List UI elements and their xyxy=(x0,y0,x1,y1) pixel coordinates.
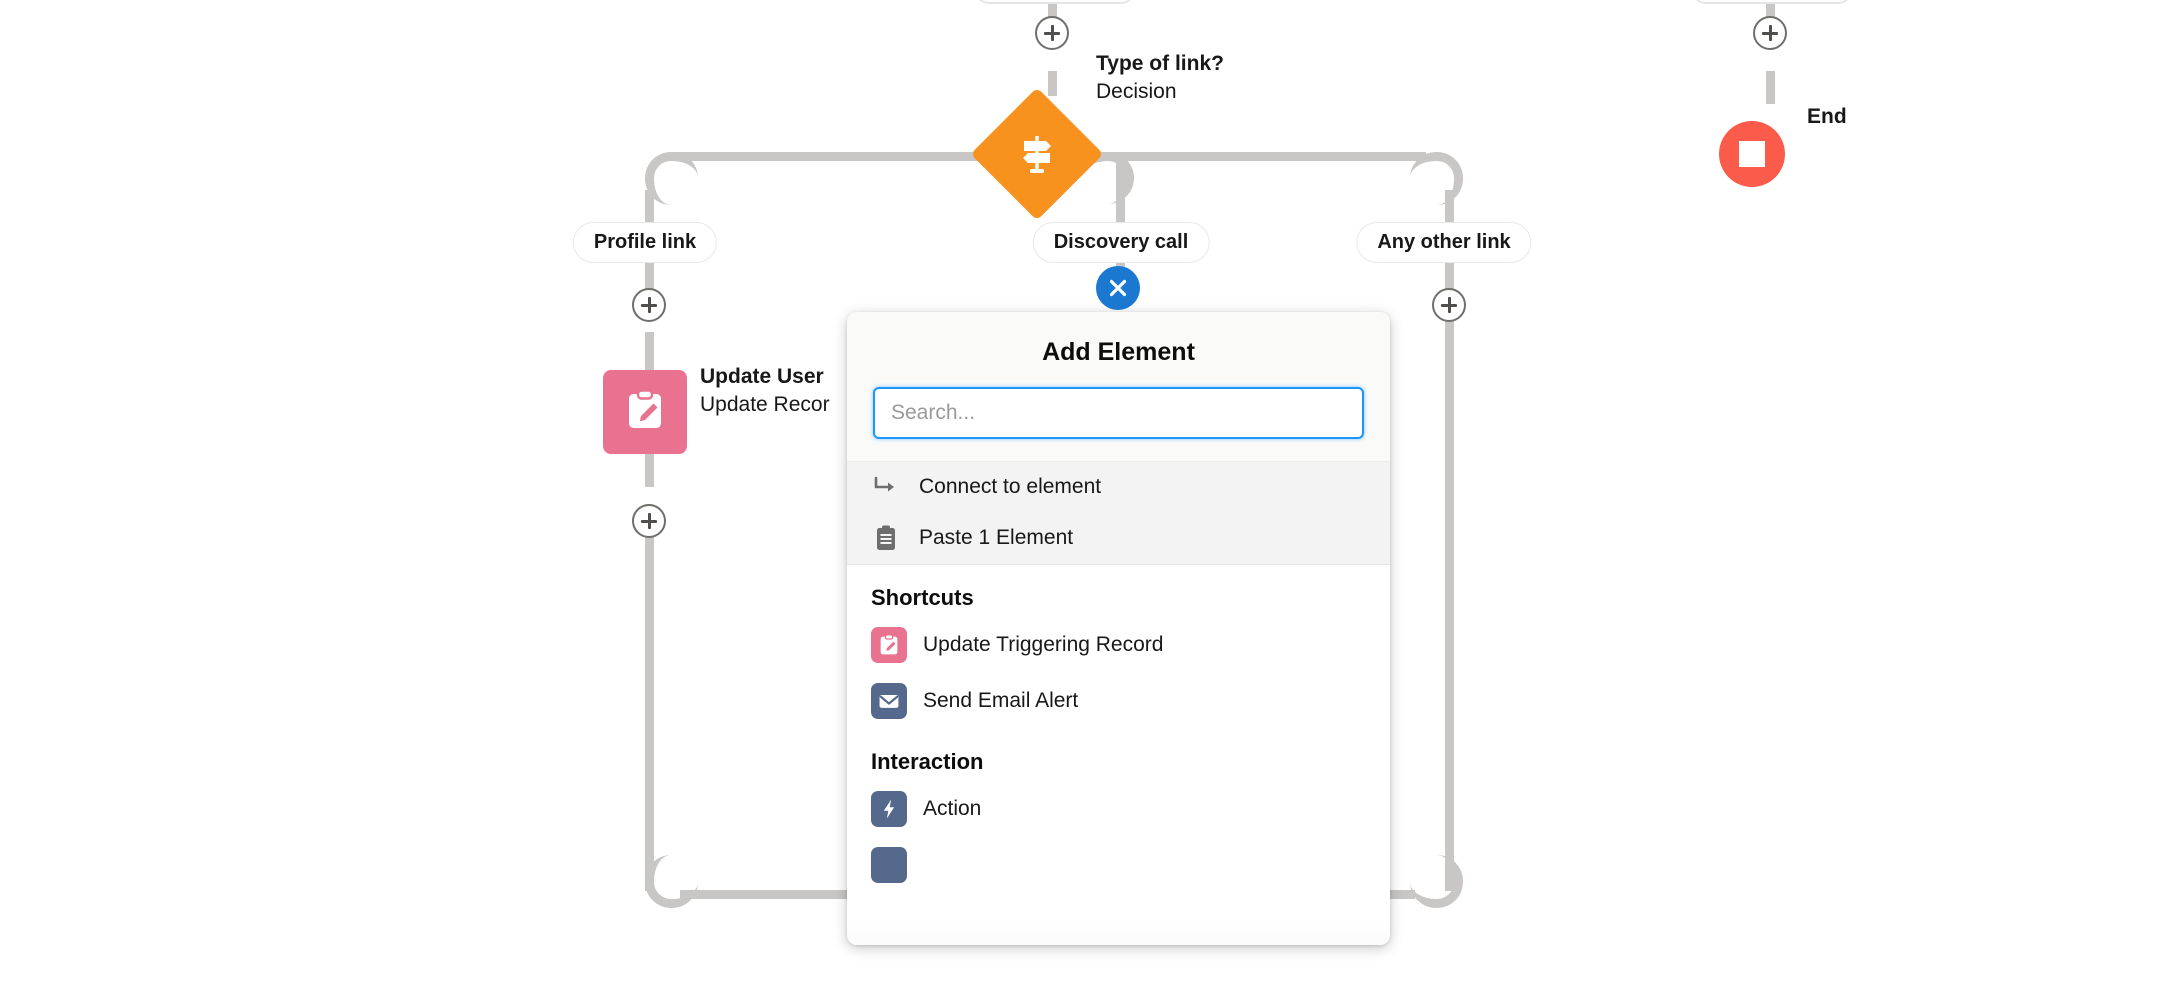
element-item-action[interactable]: Action xyxy=(847,781,1390,837)
connector-corner-right-top xyxy=(1410,152,1463,205)
add-element-button-above-end[interactable] xyxy=(1753,16,1787,50)
quick-action-label: Paste 1 Element xyxy=(919,526,1074,549)
connector-center-to-decision xyxy=(1048,71,1057,96)
connector-right-plus-down xyxy=(1445,321,1454,891)
element-item-label: Action xyxy=(923,797,982,820)
quick-action-label: Connect to element xyxy=(919,475,1102,498)
element-item-send-email-alert[interactable]: Send Email Alert xyxy=(847,673,1390,729)
connector-left-branch-drop xyxy=(645,190,654,230)
element-item-update-triggering-record[interactable]: Update Triggering Record xyxy=(847,617,1390,673)
add-element-button-profile-link[interactable] xyxy=(632,288,666,322)
record-update-title: Update User xyxy=(700,365,824,388)
decision-node-label: Type of link? Decision xyxy=(1096,50,1224,105)
connector-branch-bar-left xyxy=(673,152,1006,161)
section-heading-interaction: Interaction xyxy=(871,749,984,774)
record-update-node[interactable] xyxy=(603,370,687,454)
decision-node-subtitle: Decision xyxy=(1096,79,1177,103)
update-record-icon xyxy=(871,627,907,663)
panel-body[interactable]: Connect to element Paste 1 Element xyxy=(847,462,1390,945)
decision-node-title: Type of link? xyxy=(1096,52,1224,75)
add-element-button-below-update-user[interactable] xyxy=(632,504,666,538)
connector-left-plus-down xyxy=(645,521,654,891)
connector-corner-left-bottom xyxy=(645,855,698,908)
quick-actions-group: Connect to element Paste 1 Element xyxy=(847,462,1390,565)
connector-corner-right-bottom xyxy=(1410,855,1463,908)
quick-action-paste-element[interactable]: Paste 1 Element xyxy=(847,512,1390,564)
section-heading-shortcuts: Shortcuts xyxy=(871,585,974,610)
quick-action-connect-to-element[interactable]: Connect to element xyxy=(847,462,1390,512)
element-item-clipped[interactable] xyxy=(847,837,1390,893)
connect-arrow-icon xyxy=(871,476,901,498)
element-item-label: Send Email Alert xyxy=(923,689,1079,712)
connector-right-to-end xyxy=(1766,71,1775,104)
search-input[interactable] xyxy=(873,387,1364,439)
screen-icon xyxy=(871,847,907,883)
search-wrapper xyxy=(871,387,1366,439)
panel-scrollbar[interactable] xyxy=(1382,612,1387,762)
connector-right-branch-drop xyxy=(1445,190,1454,230)
add-element-panel[interactable]: Add Element Connect to element xyxy=(847,312,1390,945)
end-node[interactable] xyxy=(1719,121,1785,187)
branch-label-profile-link[interactable]: Profile link xyxy=(572,222,718,263)
connector-left-to-node xyxy=(645,332,654,370)
update-record-icon xyxy=(622,387,668,438)
connector-right-below-pill xyxy=(1445,255,1454,298)
panel-header: Add Element xyxy=(847,312,1390,462)
connector-corner-center-top xyxy=(1082,152,1134,204)
connector-left-node-to-plus xyxy=(645,442,654,487)
close-icon[interactable] xyxy=(1096,266,1140,310)
record-update-subtitle: Update Recor xyxy=(700,392,830,416)
record-update-node-label: Update User Update Recor xyxy=(700,363,830,418)
connector-branch-bar-right xyxy=(1093,152,1426,161)
end-node-label: End xyxy=(1807,105,1847,128)
panel-title: Add Element xyxy=(1042,338,1195,366)
stop-square-icon xyxy=(1739,141,1765,167)
lightning-bolt-icon xyxy=(871,791,907,827)
element-item-label: Update Triggering Record xyxy=(923,633,1164,656)
signpost-icon xyxy=(990,107,1084,201)
connector-left-below-pill xyxy=(645,255,654,298)
decision-node-type-of-link[interactable] xyxy=(970,87,1104,221)
connector-corner-left-top xyxy=(645,152,698,205)
branch-label-any-other-link[interactable]: Any other link xyxy=(1356,222,1532,263)
panel-bottom-fade xyxy=(847,919,1390,945)
branch-label-discovery-call[interactable]: Discovery call xyxy=(1032,222,1210,263)
envelope-icon xyxy=(871,683,907,719)
clipboard-icon xyxy=(871,525,901,551)
add-element-button-any-other-link[interactable] xyxy=(1432,288,1466,322)
add-element-button-above-decision[interactable] xyxy=(1035,16,1069,50)
